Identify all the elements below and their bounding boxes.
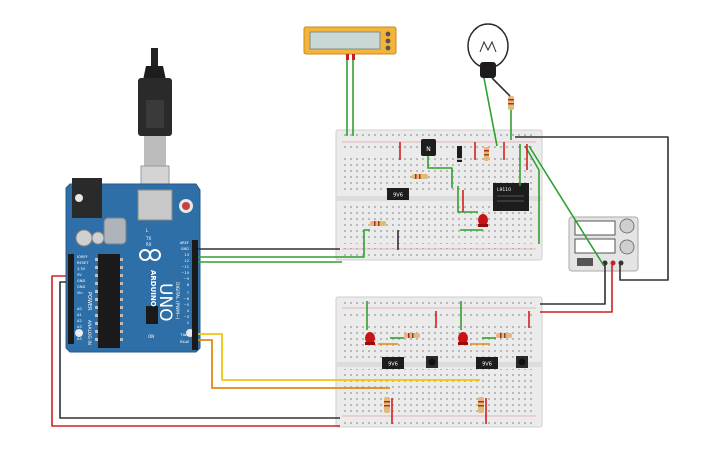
top-breadboard[interactable]	[335, 129, 543, 261]
pin-label-6: ~6	[184, 297, 190, 301]
usb-cable-icon[interactable]	[138, 48, 172, 193]
power-header-label: POWER	[86, 292, 92, 311]
pin-label-gnd-2: GND	[77, 285, 85, 289]
wire-bulb-black[interactable]	[491, 77, 511, 97]
hbridge-chip-top[interactable]: 9V6	[387, 188, 409, 200]
on-label: ON	[148, 334, 154, 339]
lcd-display-icon[interactable]	[303, 26, 397, 60]
pin-label-3: ~3	[184, 315, 189, 319]
wire-psu-red-bottom[interactable]	[540, 265, 613, 313]
pin-label-13: 13	[184, 253, 189, 257]
transistor-icon[interactable]: N	[421, 139, 436, 156]
rx-label: RX	[146, 242, 152, 247]
bottom-breadboard[interactable]	[335, 296, 543, 428]
wire-psu-black-top[interactable]	[515, 136, 669, 281]
pin-label-9: ~9	[184, 277, 190, 281]
digital-header[interactable]	[192, 240, 198, 350]
arduino-brand-text: ARDUINO	[149, 270, 157, 307]
pin-label-gnd-1: GND	[77, 279, 85, 283]
wire-psu-green[interactable]	[528, 145, 605, 267]
resistor-icon[interactable]	[496, 333, 512, 338]
diode-icon	[457, 146, 462, 162]
resistor-icon[interactable]	[478, 397, 484, 413]
atmega-chip	[98, 254, 120, 348]
pin-label-reset: RESET	[77, 261, 89, 265]
wires	[51, 60, 669, 427]
wire-top-green-2[interactable]	[457, 186, 478, 213]
pin-label-ioref: IOREF	[77, 255, 88, 259]
power-header[interactable]	[68, 254, 74, 344]
pin-label-10: ~10	[181, 271, 189, 275]
pin-label-vin: Vin	[77, 291, 83, 295]
hbridge-chip-bottom-right[interactable]: 9V6	[476, 357, 498, 369]
transistor-label: N	[426, 146, 431, 153]
hbridge-chip-bottom-right-label: 9V6	[482, 362, 492, 368]
resistor-icon[interactable]	[484, 147, 489, 161]
pin-label-3v3: 3.3V	[77, 267, 86, 271]
led-icon[interactable]	[365, 332, 375, 345]
wire-arduino-yellow[interactable]	[198, 333, 480, 381]
wire-arduino-orange[interactable]	[198, 339, 390, 389]
l-label: L	[146, 228, 149, 233]
hbridge-chip-top-label: 9V6	[393, 193, 403, 199]
digital-header-label: DIGITAL (PWM~)	[174, 282, 180, 320]
wire-top-green-4[interactable]	[524, 145, 540, 244]
hbridge-chip-bottom-left-label: 9V6	[388, 362, 398, 368]
wire-bulb-green[interactable]	[483, 77, 498, 147]
resistor-icon[interactable]	[508, 96, 514, 110]
pin-label-a5: A5	[77, 337, 82, 341]
resistor-icon[interactable]	[404, 333, 420, 338]
led-icon[interactable]	[478, 214, 488, 227]
pushbutton-icon[interactable]	[516, 356, 528, 368]
relay-icon[interactable]: L9110	[493, 183, 529, 211]
hbridge-chip-bottom-left[interactable]: 9V6	[382, 357, 404, 369]
relay-label: L9110	[497, 187, 511, 193]
wire-psu-black-bottom[interactable]	[540, 265, 606, 305]
arduino-logo-icon	[139, 249, 161, 261]
pin-label-a4: A4	[77, 331, 82, 335]
resistor-icon[interactable]	[370, 221, 386, 226]
pin-label-0: RX◂0	[180, 340, 190, 344]
power-supply-icon[interactable]	[568, 216, 639, 272]
pin-label-11: ~11	[181, 265, 189, 269]
pin-label-aref: AREF	[180, 241, 189, 245]
light-bulb-icon[interactable]	[467, 23, 509, 78]
pin-label-7: 7	[187, 291, 189, 295]
pin-label-4: 4	[187, 309, 190, 313]
resistor-icon[interactable]	[412, 174, 428, 179]
analog-header-label: ANALOG IN	[86, 320, 92, 345]
pin-label-5v: 5V	[77, 273, 82, 277]
pin-label-gnd-3: GND	[181, 247, 189, 251]
pin-label-a0: A0	[77, 307, 82, 311]
wire-top-green-1[interactable]	[427, 156, 453, 188]
resistor-icon[interactable]	[384, 397, 390, 413]
pin-label-12: 12	[184, 259, 189, 263]
pin-label-5: ~5	[184, 303, 189, 307]
wire-arduino-gnd-loop[interactable]	[59, 281, 340, 419]
wire-arduino-13-green[interactable]	[198, 229, 370, 258]
tx-label: TX	[145, 236, 151, 241]
wire-arduino-5v-loop[interactable]	[51, 275, 340, 427]
pushbutton-icon[interactable]	[426, 356, 438, 368]
pin-label-2: 2	[187, 321, 189, 325]
pin-label-a1: A1	[77, 313, 82, 317]
pin-label-8: 8	[187, 283, 190, 287]
pin-label-a2: A2	[77, 319, 82, 323]
led-icon[interactable]	[458, 332, 468, 345]
arduino-uno-board[interactable]: ARDUINO UNO DIGITAL (PWM~) POWER ANALOG …	[65, 178, 201, 353]
pin-label-1: TX▸1	[179, 333, 189, 337]
arduino-model-text: UNO	[155, 283, 175, 322]
pin-label-a3: A3	[77, 325, 82, 329]
